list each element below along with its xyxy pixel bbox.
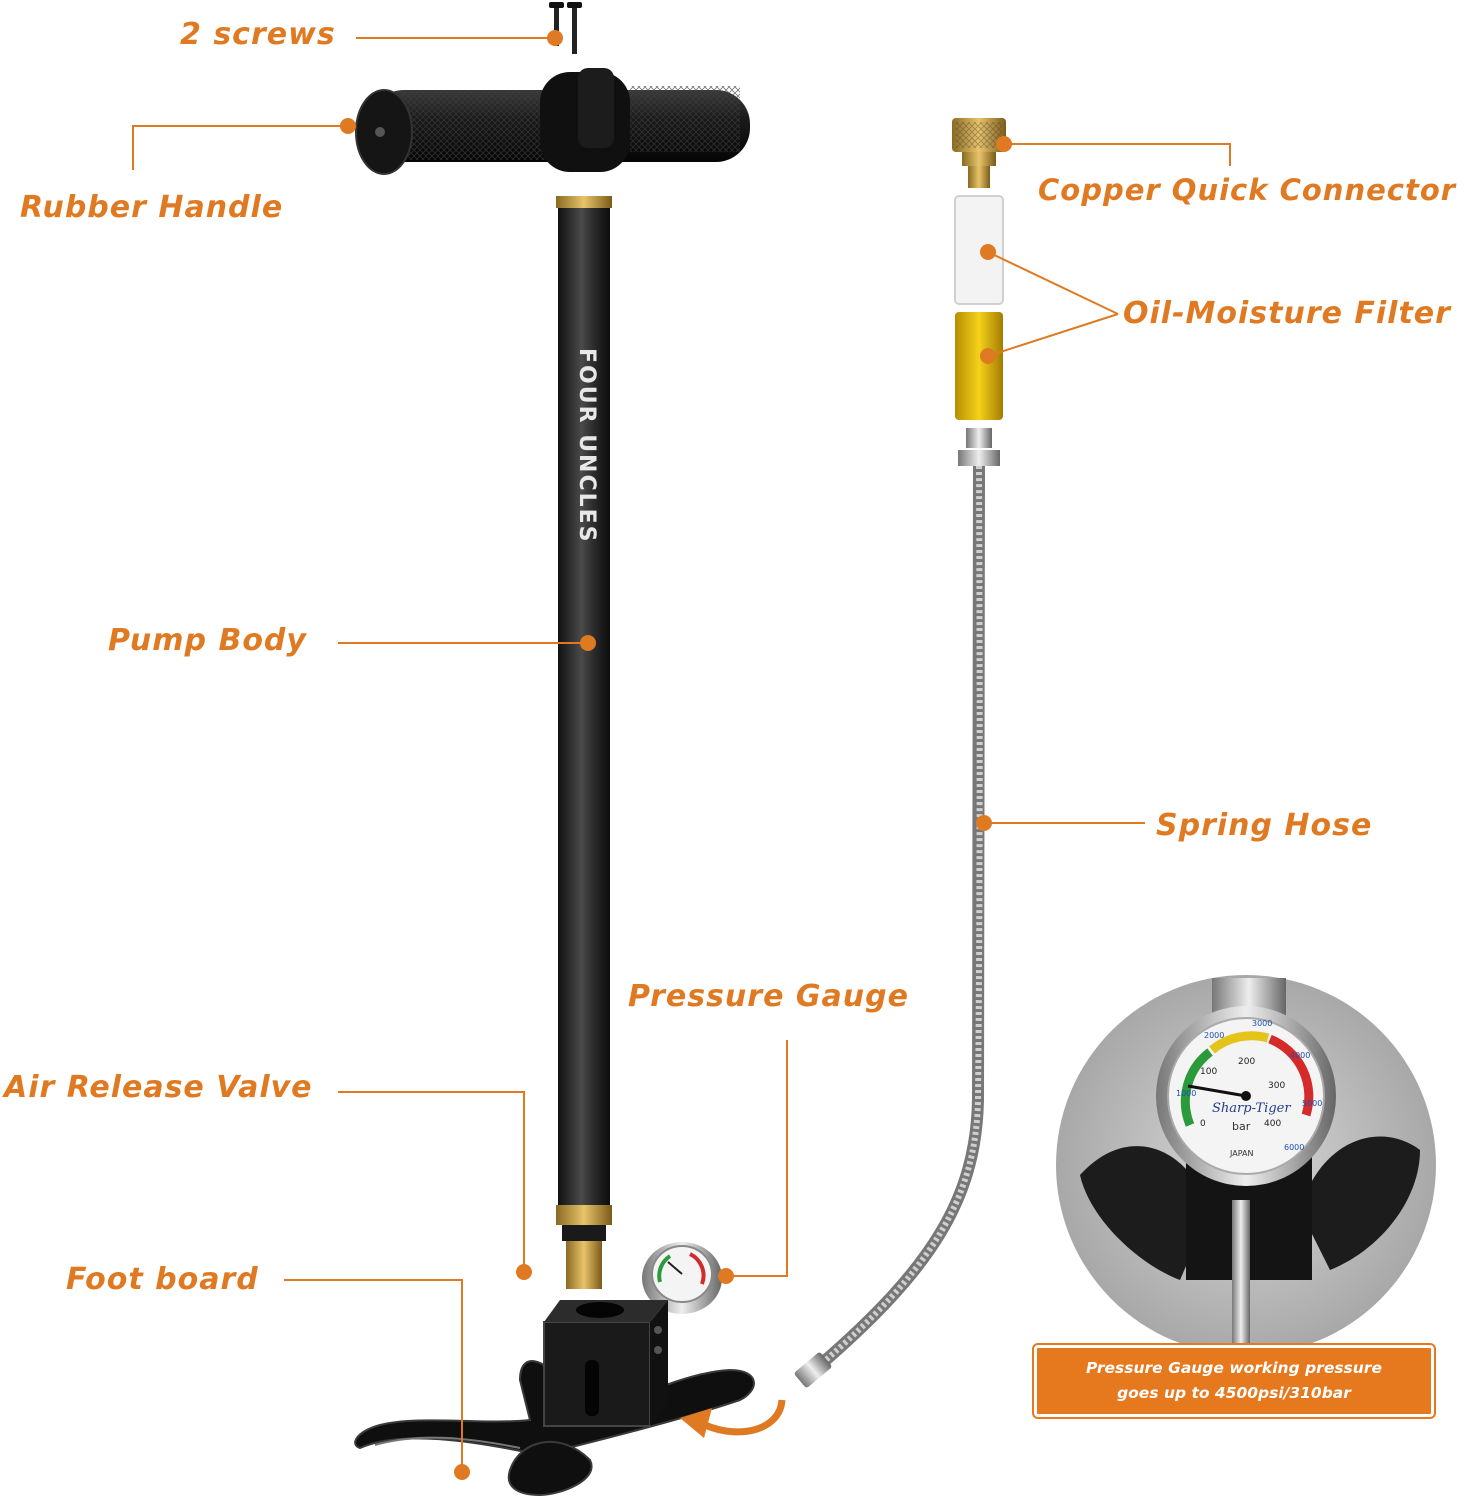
curved-arrow-head xyxy=(680,1408,712,1438)
foot-board xyxy=(354,1300,755,1497)
label-pressure-gauge: Pressure Gauge xyxy=(628,979,909,1014)
gauge-psi-tick-1: 2000 xyxy=(1204,1031,1224,1040)
rubber-handle xyxy=(355,68,750,175)
gauge-origin: JAPAN xyxy=(1229,1149,1253,1158)
label-spring-hose: Spring Hose xyxy=(1156,808,1373,843)
gauge-psi-tick-5: 6000 xyxy=(1284,1143,1304,1152)
gauge-bar-tick-0: 0 xyxy=(1200,1119,1206,1129)
gauge-bar-tick-2: 200 xyxy=(1238,1057,1255,1067)
label-oil-moisture-filter: Oil-Moisture Filter xyxy=(1123,296,1451,331)
gauge-psi-tick-4: 5000 xyxy=(1302,1099,1322,1108)
oil-moisture-filter xyxy=(954,195,1004,466)
small-pressure-gauge xyxy=(642,1242,722,1314)
label-air-release-valve: Air Release Valve xyxy=(4,1070,313,1105)
pressure-note-line-1: Pressure Gauge working pressure xyxy=(1086,1359,1382,1377)
label-rubber-handle: Rubber Handle xyxy=(20,190,284,225)
gauge-psi-tick-0: 1000 xyxy=(1176,1089,1196,1098)
brand-text: FOUR UNCLES xyxy=(574,348,599,544)
gauge-bar-tick-1: 100 xyxy=(1200,1067,1217,1077)
spring-hose xyxy=(794,465,986,1388)
leader-dots xyxy=(340,30,1012,1480)
gauge-psi-tick-3: 4000 xyxy=(1290,1051,1310,1060)
gauge-bar-tick-3: 300 xyxy=(1268,1081,1285,1091)
gauge-bar-tick-4: 400 xyxy=(1264,1119,1281,1129)
gauge-psi-tick-2: 3000 xyxy=(1252,1019,1272,1028)
label-pump-body: Pump Body xyxy=(108,623,307,658)
gauge-unit: bar xyxy=(1232,1120,1251,1133)
label-2-screws: 2 screws xyxy=(180,17,336,52)
label-copper-quick-connector: Copper Quick Connector xyxy=(1038,173,1457,207)
copper-quick-connector xyxy=(952,118,1006,188)
label-foot-board: Foot board xyxy=(66,1262,259,1297)
leader-lines xyxy=(132,37,1231,1472)
screws xyxy=(549,2,582,54)
gauge-brand: Sharp-Tiger xyxy=(1212,1101,1291,1116)
curved-arrow xyxy=(703,1399,786,1436)
pump-body xyxy=(556,196,612,1289)
pressure-note-line-2: goes up to 4500psi/310bar xyxy=(1117,1384,1351,1402)
gauge-closeup: Sharp-Tiger bar JAPAN 0 100 200 300 400 … xyxy=(1056,975,1436,1355)
pressure-note-box: Pressure Gauge working pressure goes up … xyxy=(1032,1343,1436,1419)
